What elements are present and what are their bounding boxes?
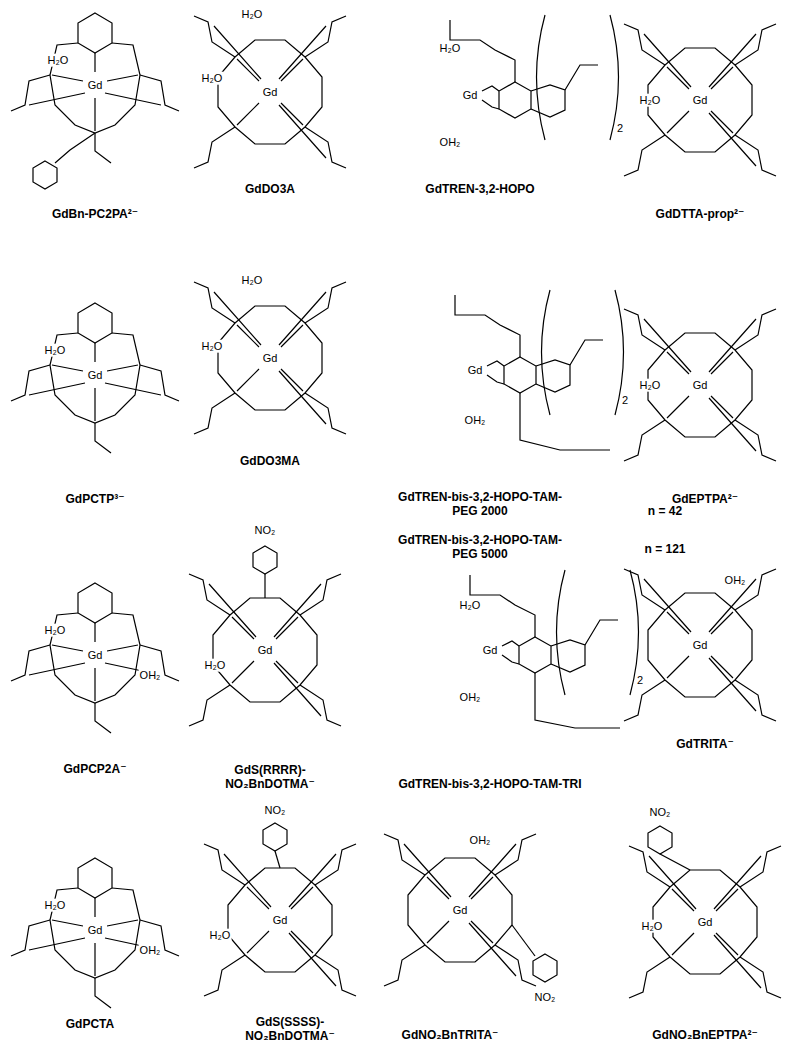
ligand-label: H₂O [44,344,67,357]
ligand-label: NO₂ [264,804,287,817]
ligand-label: OH₂ [139,944,162,957]
ligand-label: OH₂ [464,414,487,427]
ligand-label: H₂O [209,929,232,942]
metal-label: Gd [87,924,104,937]
ligand-label: H₂O [639,94,662,107]
ligand-label: 2 [621,394,629,407]
ligand-label: H₂O [201,72,224,85]
ligand-label: H₂O [47,54,70,67]
compound-name: GdTREN-3,2-HOPO [425,183,534,197]
metal-label: Gd [482,644,499,657]
ligand-label: 2 [616,122,624,135]
ligand-label: H₂O [204,659,227,672]
metal-label: Gd [87,369,104,382]
metal-label: Gd [462,89,479,102]
compound-name: GdNO₂BnEPTPA²⁻ [652,1029,757,1043]
ligand-label: H₂O [44,899,67,912]
metal-label: Gd [452,904,469,917]
ligand-label: H₂O [459,599,482,612]
metal-label: Gd [467,364,484,377]
metal-label: Gd [257,644,274,657]
compound-name: GdPCTA [66,1018,114,1032]
ligand-label: H₂O [641,920,664,933]
compound-name: GdPCTP³⁻ [66,493,125,507]
compound-name: GdDTTA-prop²⁻ [656,208,745,222]
ligand-label: H₂O [439,42,462,55]
metal-label: Gd [262,86,279,99]
compound-name: GdTREN-bis-3,2-HOPO-TAM-PEG 5000 [390,534,570,562]
metal-label: Gd [262,352,279,365]
ligand-label: NO₂ [534,991,557,1004]
ligand-label: H₂O [241,274,264,287]
ligand-label: 2 [636,674,644,687]
ligand-label: OH₂ [469,834,492,847]
metal-label: Gd [692,379,709,392]
compound-name: GdDO3MA [240,455,300,469]
compound-name: GdTRITA⁻ [676,738,733,752]
compound-name: GdTREN-bis-3,2-HOPO-TAM-PEG 2000 [390,491,570,519]
compound-name: GdDO3A [245,183,295,197]
ligand-label: OH₂ [139,669,162,682]
ligand-label: H₂O [201,340,224,353]
ligand-label: H₂O [241,8,264,21]
metal-label: Gd [692,94,709,107]
compound-name: n = 121 [644,543,685,557]
metal-label: Gd [272,914,289,927]
ligand-label: H₂O [44,624,67,637]
metal-label: Gd [697,916,714,929]
compound-name: GdS(RRRR)-NO₂BnDOTMA⁻ [205,764,335,792]
ligand-label: NO₂ [649,806,672,819]
compound-name: GdNO₂BnTRITA⁻ [402,1029,499,1043]
metal-label: Gd [87,649,104,662]
ligand-label: H₂O [639,379,662,392]
compound-name: GdEPTPA²⁻ [672,493,738,507]
compound-name: n = 42 [648,505,682,519]
ligand-label: OH₂ [724,574,747,587]
ligand-label: NO₂ [254,524,277,537]
metal-label: Gd [692,639,709,652]
compound-name: GdBn-PC2PA²⁻ [52,208,138,222]
compound-name: GdS(SSSS)-NO₂BnDOTMA⁻ [225,1016,355,1044]
compound-name: GdPCP2A⁻ [63,763,126,777]
metal-label: Gd [87,79,104,92]
compound-name: GdTREN-bis-3,2-HOPO-TAM-TRI [395,778,585,792]
ligand-label: OH₂ [459,691,482,704]
ligand-label: OH₂ [439,136,462,149]
